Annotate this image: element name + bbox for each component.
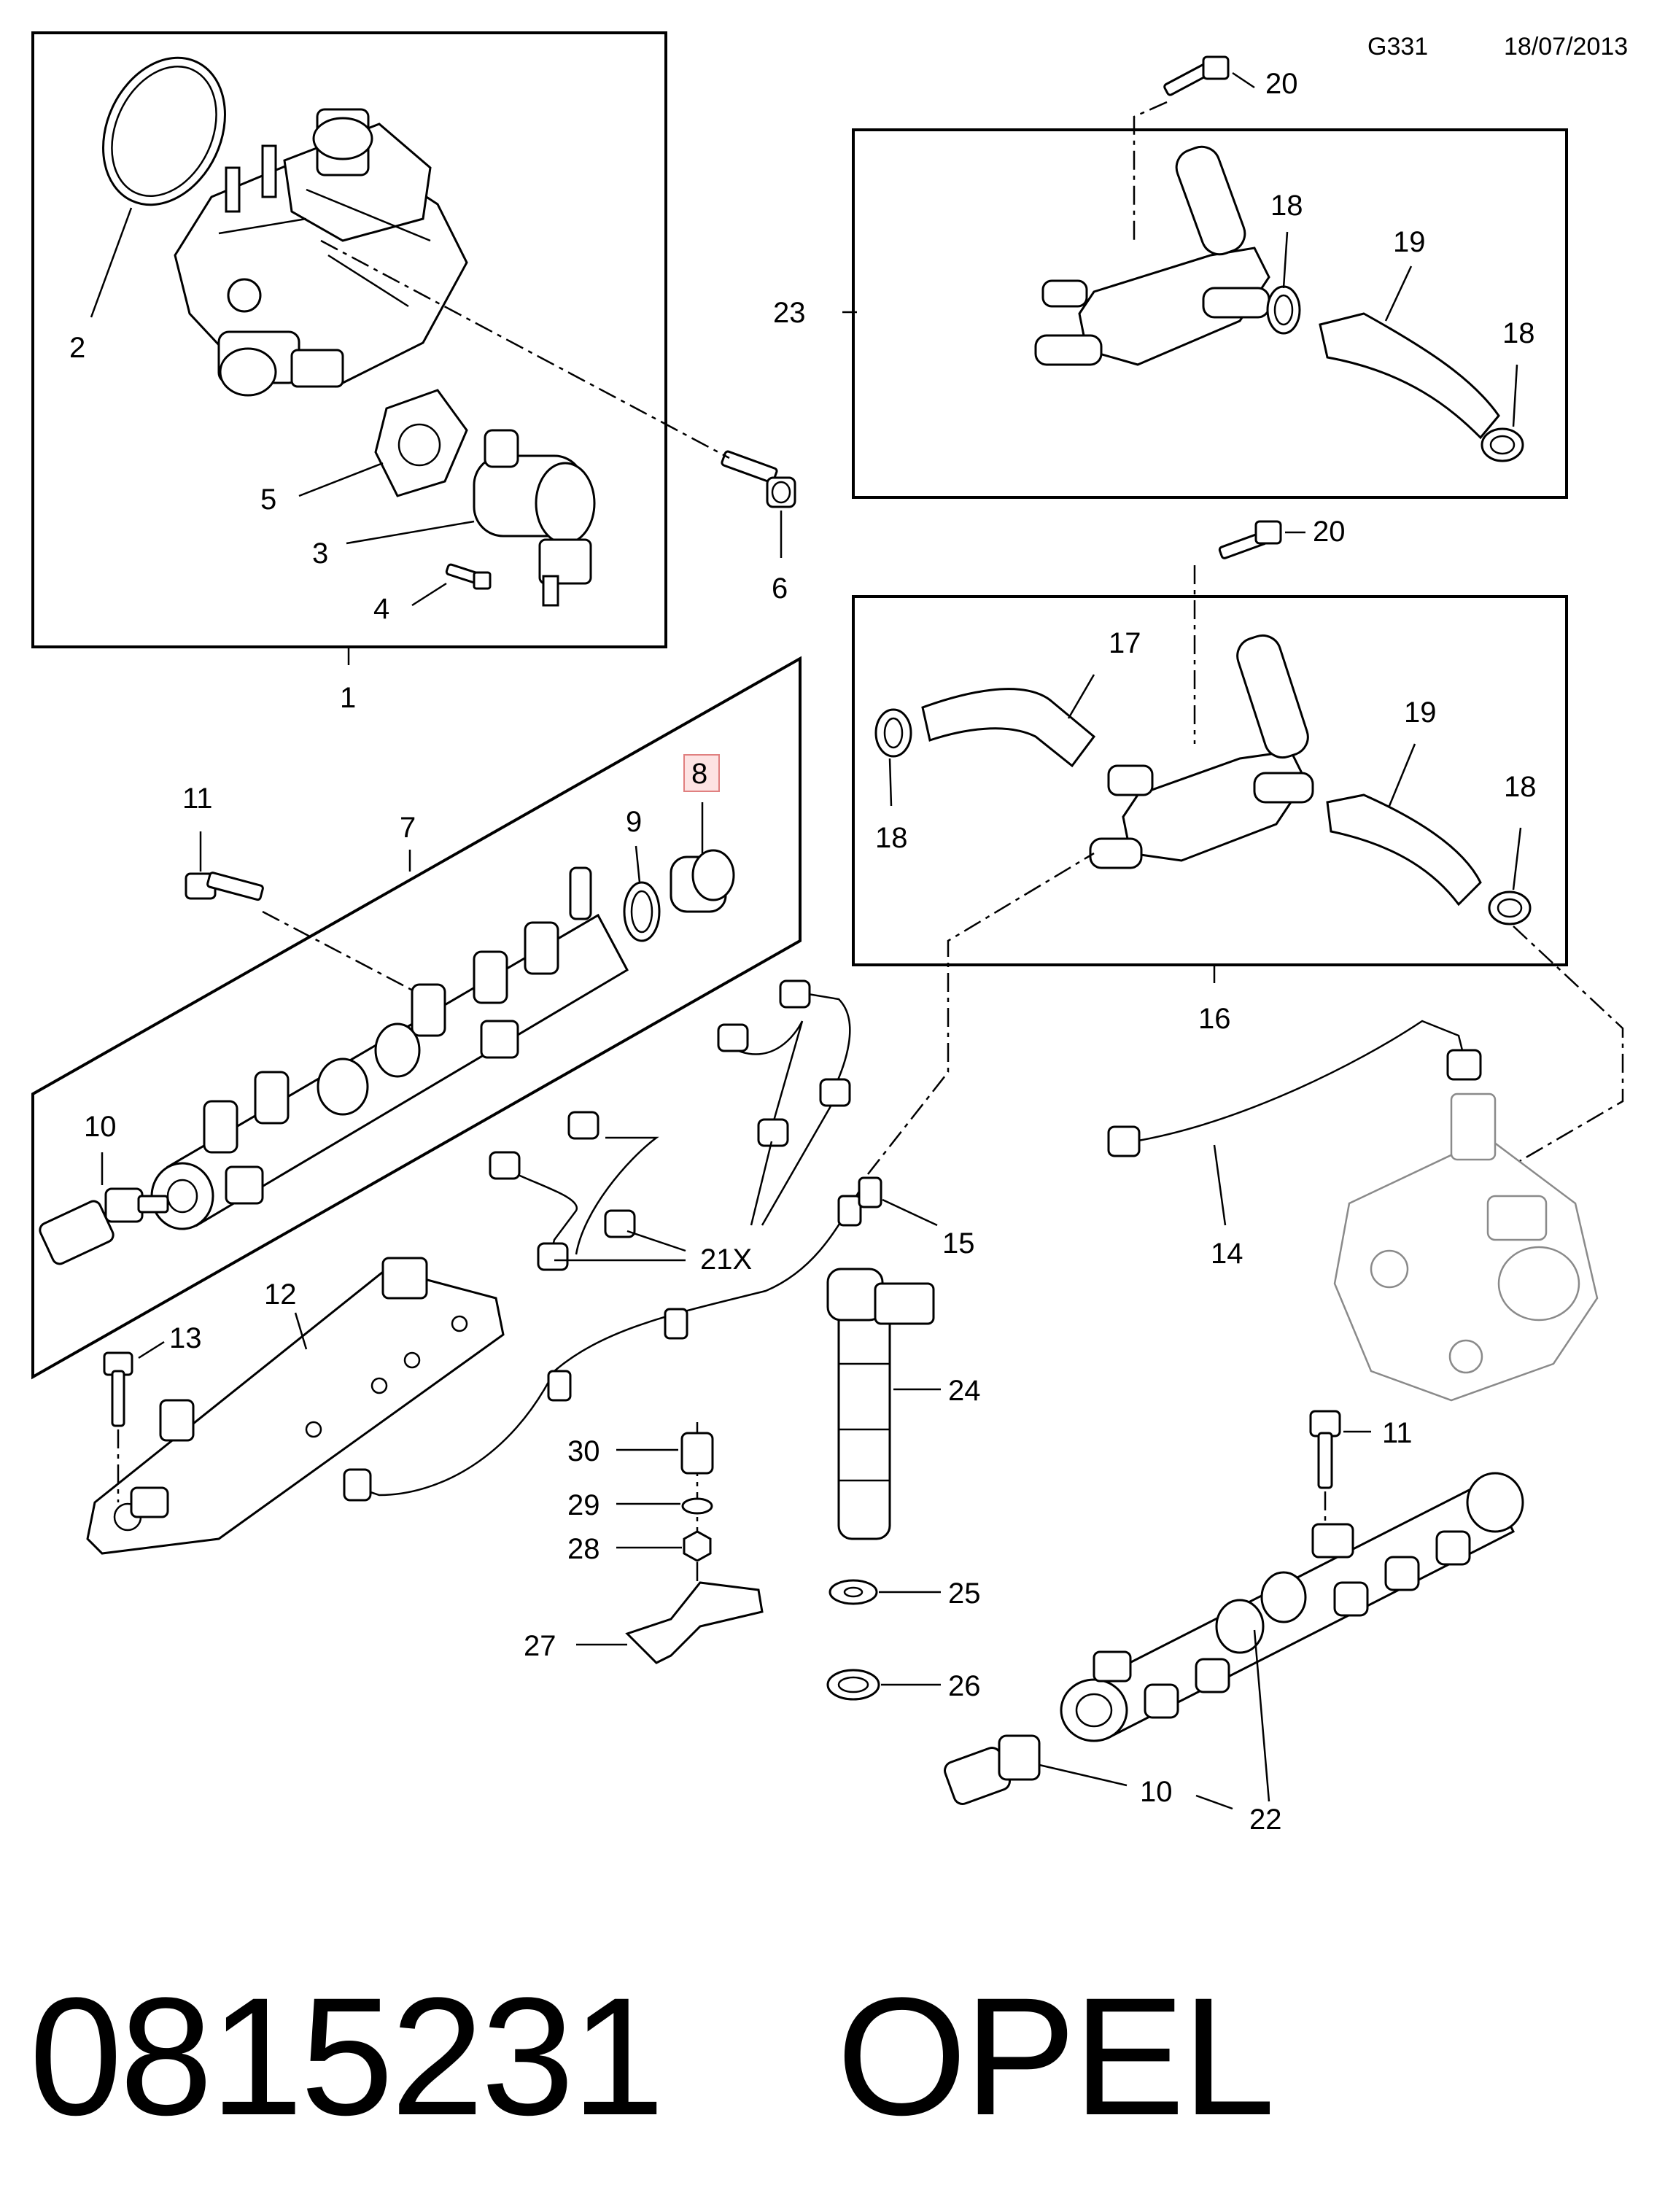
callout-22: 22 — [1249, 1804, 1282, 1836]
pipe-nut-part — [779, 979, 811, 1009]
header-code: G331 — [1367, 33, 1428, 61]
callout-30: 30 — [567, 1435, 600, 1467]
o-ring-part — [102, 56, 226, 206]
brand-name: OPEL — [837, 1963, 1276, 2150]
bolt-part — [1309, 1410, 1341, 1489]
callout-20-lower: 20 — [1313, 516, 1346, 548]
callout-19-b: 19 — [1404, 696, 1437, 729]
hose-clamp-part — [1481, 427, 1524, 462]
pressure-sensor-part — [944, 1734, 1041, 1805]
return-pipe-group: 15 — [343, 852, 1095, 1502]
fitting-box-16 — [852, 595, 1568, 966]
clamp-stack-group: 30 29 28 27 — [524, 1422, 764, 1664]
pressure-control-valve-part — [473, 429, 596, 607]
bolt-part — [185, 872, 264, 901]
hose-part — [1326, 793, 1482, 907]
callout-6: 6 — [772, 573, 788, 605]
hose-part — [1319, 312, 1500, 440]
fuel-rail-part — [150, 866, 629, 1230]
callout-24: 24 — [948, 1375, 981, 1407]
pressure-relief-valve-part — [670, 849, 735, 913]
gasket-part — [374, 389, 468, 497]
callout-12: 12 — [264, 1278, 297, 1311]
bolt-part — [721, 450, 796, 508]
callout-11-b: 11 — [1382, 1417, 1413, 1449]
fitting-box-23 — [852, 128, 1568, 499]
callout-26: 26 — [948, 1670, 981, 1702]
callout-8: 8 — [691, 758, 707, 790]
callout-7: 7 — [400, 812, 416, 844]
part-number: 0815231 — [29, 1963, 664, 2150]
screw-part — [445, 563, 492, 590]
bracket-group: 12 13 — [86, 1257, 505, 1555]
injector-group: 24 25 26 — [826, 1268, 981, 1702]
sleeve-part — [680, 1432, 714, 1475]
callout-9: 9 — [626, 806, 642, 838]
callout-18-c: 18 — [875, 822, 908, 854]
hose-clamp-part — [1266, 285, 1301, 335]
t-fitting-part — [1089, 634, 1314, 869]
callout-10-b: 10 — [1140, 1776, 1173, 1808]
callout-14: 14 — [1211, 1238, 1243, 1270]
callout-10-a: 10 — [84, 1111, 117, 1143]
callout-2: 2 — [69, 332, 85, 364]
pipe-nut-part — [537, 1242, 569, 1271]
washer-part — [681, 1497, 713, 1515]
callout-3: 3 — [312, 538, 328, 570]
callout-15: 15 — [942, 1227, 975, 1260]
callout-18-b: 18 — [1502, 317, 1535, 349]
injector-clamp-part — [625, 1581, 764, 1664]
callout-23: 23 — [773, 297, 806, 329]
pipe-nut-part — [757, 1118, 789, 1147]
washer-part — [828, 1579, 878, 1605]
hose-clamp-part — [1488, 890, 1532, 925]
bolt-20-lower — [1218, 520, 1282, 559]
t-fitting-part — [1034, 145, 1270, 366]
pipe-nut-part — [489, 1151, 521, 1180]
bolt-20-top — [1163, 55, 1230, 96]
fuel-rail-part — [1060, 1472, 1524, 1742]
feed-pipe-group: 14 — [1107, 925, 1624, 1402]
pipe-nut-part — [604, 1209, 636, 1238]
return-fitting-group-16: 20 17 18 19 18 16 — [852, 516, 1568, 1035]
hose-part — [921, 688, 1096, 768]
callout-11-a: 11 — [182, 783, 213, 815]
pump-assembly-group: 2 5 3 4 6 1 — [31, 31, 796, 714]
nut-part — [683, 1530, 712, 1562]
pipe-nut-part — [819, 1078, 851, 1107]
ghost-pump-part — [1333, 1093, 1599, 1402]
callout-17: 17 — [1109, 627, 1141, 659]
seal-ring-part — [826, 1669, 880, 1701]
highlight-box — [683, 754, 720, 792]
fuel-rail-group: 7 11 9 8 10 — [31, 656, 802, 1380]
callout-29: 29 — [567, 1489, 600, 1521]
callout-4: 4 — [373, 593, 389, 625]
callout-16: 16 — [1198, 1003, 1231, 1035]
header-date: 18/07/2013 — [1504, 33, 1628, 61]
pipe-nut-part — [717, 1023, 749, 1052]
callout-18-a: 18 — [1270, 190, 1303, 222]
callout-25: 25 — [948, 1577, 981, 1610]
footer-title: 0815231 OPEL — [29, 1962, 1634, 2151]
callout-13: 13 — [169, 1322, 202, 1354]
pipe-nut-part — [567, 1111, 599, 1140]
callout-18-d: 18 — [1504, 771, 1537, 803]
callout-27: 27 — [524, 1630, 556, 1662]
pressure-sensor-part — [39, 1187, 169, 1265]
fuel-rail-lower-group: 11 10 22 — [944, 1410, 1524, 1836]
o-ring-part — [623, 881, 661, 942]
injector-pipes-group: 21X — [489, 979, 851, 1276]
rail-box — [31, 656, 802, 1380]
bolt-part — [103, 1351, 133, 1427]
return-fitting-group-23: 20 23 18 19 18 — [773, 55, 1568, 499]
hose-clamp-part — [874, 708, 912, 758]
callout-5: 5 — [260, 484, 276, 516]
callout-1: 1 — [340, 682, 356, 714]
callout-20-top: 20 — [1265, 68, 1298, 100]
high-pressure-pump-part — [174, 108, 468, 397]
callout-21x: 21X — [700, 1243, 752, 1276]
callout-19-a: 19 — [1393, 226, 1426, 258]
callout-28: 28 — [567, 1533, 600, 1565]
